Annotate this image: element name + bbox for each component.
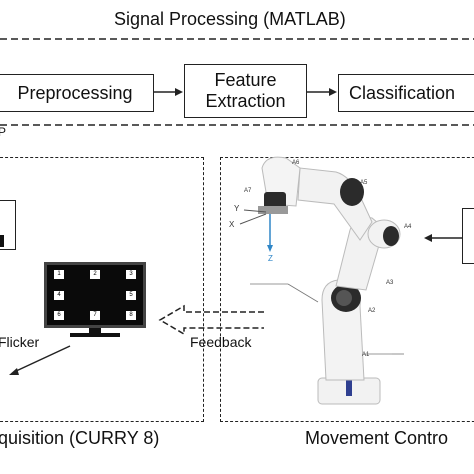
axis-label-z: Z (268, 254, 273, 263)
acquisition-title: quisition (CURRY 8) (0, 428, 160, 448)
target-5: 5 (126, 291, 136, 300)
axis-label-y: Y (234, 204, 240, 213)
partial-device (0, 200, 16, 250)
movement-region (220, 157, 474, 422)
axis-label-x: X (229, 220, 235, 229)
classification-box: Classification (338, 74, 474, 112)
acquisition-region (0, 157, 204, 422)
joint-label-a6: A6 (292, 160, 300, 166)
target-6: 6 (54, 311, 64, 320)
joint-label-a3: A3 (386, 280, 394, 286)
target-7: 7 (90, 311, 100, 320)
target-4: 4 (54, 291, 64, 300)
stimulus-monitor: 1 2 3 4 5 6 7 8 (44, 262, 146, 328)
signal-processing-title: Signal Processing (MATLAB) (114, 9, 346, 29)
stub-label: P (0, 125, 7, 139)
joint-label-a4: A4 (404, 224, 412, 230)
target-3: 3 (126, 270, 136, 279)
feature-extraction-box: Feature Extraction (184, 64, 307, 118)
device-indicator (0, 235, 4, 247)
joint-label-a5: A5 (360, 180, 368, 186)
joint-label-a2: A2 (368, 308, 376, 314)
movement-title: Movement Contro (305, 428, 449, 448)
joint-label-a7: A7 (244, 188, 252, 194)
target-1: 1 (54, 270, 64, 279)
flicker-label: Flicker (0, 334, 40, 350)
joint-label-a1: A1 (362, 352, 370, 358)
partial-controller-box (462, 208, 474, 264)
target-8: 8 (126, 311, 136, 320)
feature-extraction-label: Feature Extraction (205, 70, 286, 111)
target-2: 2 (90, 270, 100, 279)
preprocessing-box: Preprocessing (0, 74, 154, 112)
